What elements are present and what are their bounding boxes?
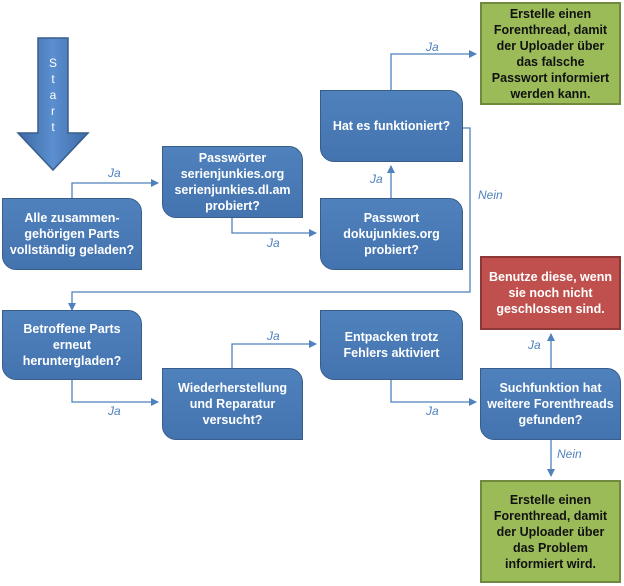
node-thread-problem: Erstelle einen Forenthread, damit der Up…: [480, 480, 621, 583]
label-ja: Ja: [267, 236, 280, 250]
label-ja: Ja: [370, 172, 383, 186]
connector-worked-no-to-redownload: [68, 127, 471, 311]
connector-redownload-to-repair: [71, 380, 159, 406]
connector-serien-to-doku: [231, 218, 317, 237]
connector-complete-to-serien: [71, 179, 159, 198]
start-arrow: [16, 37, 90, 172]
node-repair: Wiederherstellung und Reparatur versucht…: [162, 368, 303, 440]
start-label: S t a r t: [43, 55, 63, 135]
start-letter: t: [51, 72, 55, 86]
connector-repair-to-extract: [231, 340, 317, 368]
label-ja: Ja: [108, 166, 121, 180]
label-ja: Ja: [426, 404, 439, 418]
label-nein: Nein: [478, 188, 503, 202]
label-nein: Nein: [557, 447, 582, 461]
node-search: Suchfunktion hat weitere Forenthreads ge…: [480, 368, 621, 440]
node-passwords-serien: Passwörter serienjunkies.org serienjunki…: [162, 146, 303, 218]
connector-worked-to-thread: [390, 50, 477, 90]
node-password-doku: Passwort dokujunkies.org probiert?: [320, 198, 463, 270]
connector-extract-to-search: [390, 380, 477, 406]
label-ja: Ja: [528, 338, 541, 352]
node-thread-password: Erstelle einen Forenthread, damit der Up…: [480, 2, 621, 105]
node-worked: Hat es funktioniert?: [320, 90, 463, 162]
start-letter: r: [51, 104, 55, 118]
start-letter: t: [51, 120, 55, 134]
start-letter: a: [49, 88, 57, 102]
node-complete: Alle zusammen-gehörigen Parts vollständi…: [2, 198, 142, 270]
label-ja: Ja: [267, 329, 280, 343]
label-ja: Ja: [108, 404, 121, 418]
node-use-threads: Benutze diese, wenn sie noch nicht gesch…: [480, 256, 621, 330]
label-ja: Ja: [426, 40, 439, 54]
node-redownload: Betroffene Parts erneut heruntergladen?: [2, 310, 142, 380]
start-letter: S: [48, 56, 57, 70]
node-extract: Entpacken trotz Fehlers aktiviert: [320, 310, 463, 380]
